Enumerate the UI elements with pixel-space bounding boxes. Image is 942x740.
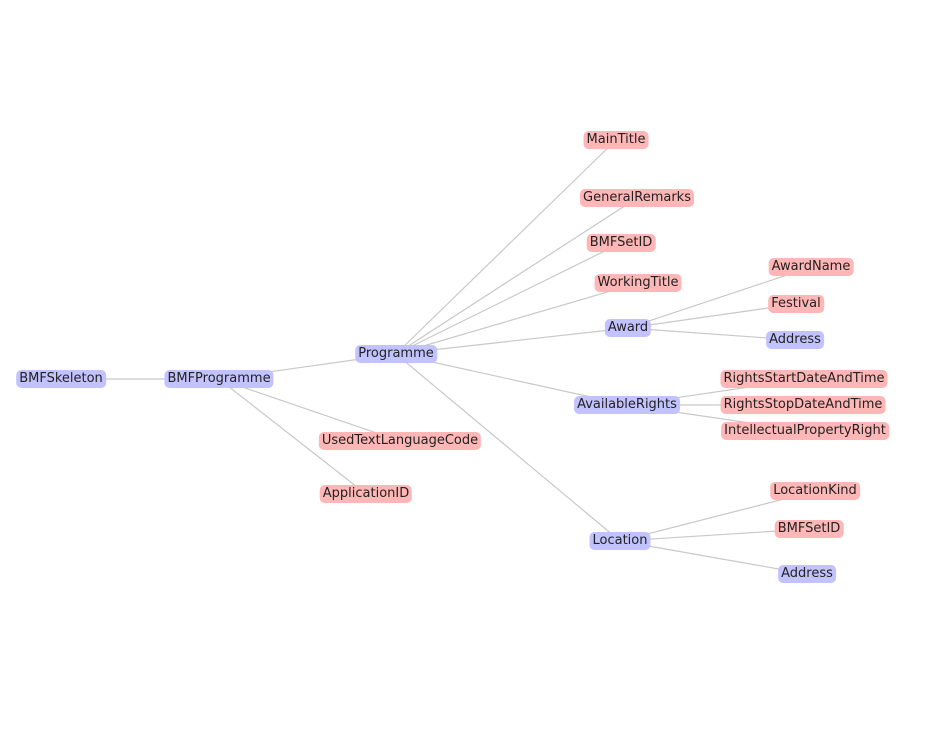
- edge-bmfprogramme-usedtextlanguagecode: [218, 378, 401, 442]
- node-bmfprogramme[interactable]: BMFProgramme: [164, 370, 274, 388]
- node-usedtextlanguagecode[interactable]: UsedTextLanguageCode: [318, 432, 482, 450]
- node-maintitle[interactable]: MainTitle: [583, 131, 649, 149]
- node-award-address[interactable]: Address: [766, 331, 824, 349]
- node-workingtitle[interactable]: WorkingTitle: [594, 274, 682, 292]
- node-bmfsetid[interactable]: BMFSetID: [586, 234, 656, 252]
- edge-programme-generalremarks: [395, 197, 638, 355]
- node-location-bmfsetid[interactable]: BMFSetID: [774, 520, 844, 538]
- node-rightsstartdateandtime[interactable]: RightsStartDateAndTime: [720, 370, 888, 388]
- edge-bmfprogramme-applicationid: [218, 378, 367, 495]
- node-location[interactable]: Location: [589, 532, 651, 550]
- node-awardname[interactable]: AwardName: [768, 258, 854, 276]
- edge-award-awardname: [627, 266, 812, 329]
- edge-location-location-address: [619, 540, 808, 575]
- edge-programme-bmfsetid: [395, 242, 622, 355]
- edge-programme-location: [395, 353, 621, 542]
- node-intellectualpropertyright[interactable]: IntellectualPropertyRight: [721, 422, 889, 440]
- node-availablerights[interactable]: AvailableRights: [574, 396, 680, 414]
- node-award[interactable]: Award: [604, 319, 652, 337]
- node-rightsstopdateandtime[interactable]: RightsStopDateAndTime: [720, 396, 886, 414]
- node-programme[interactable]: Programme: [355, 345, 437, 363]
- node-generalremarks[interactable]: GeneralRemarks: [580, 189, 694, 207]
- node-festival[interactable]: Festival: [768, 295, 824, 313]
- edge-award-festival: [627, 303, 797, 329]
- node-locationkind[interactable]: LocationKind: [770, 482, 860, 500]
- node-location-address[interactable]: Address: [778, 565, 836, 583]
- edge-programme-maintitle: [395, 139, 617, 355]
- node-bmfskeleton[interactable]: BMFSkeleton: [16, 370, 106, 388]
- edge-programme-workingtitle: [395, 282, 639, 355]
- node-applicationid[interactable]: ApplicationID: [319, 485, 413, 503]
